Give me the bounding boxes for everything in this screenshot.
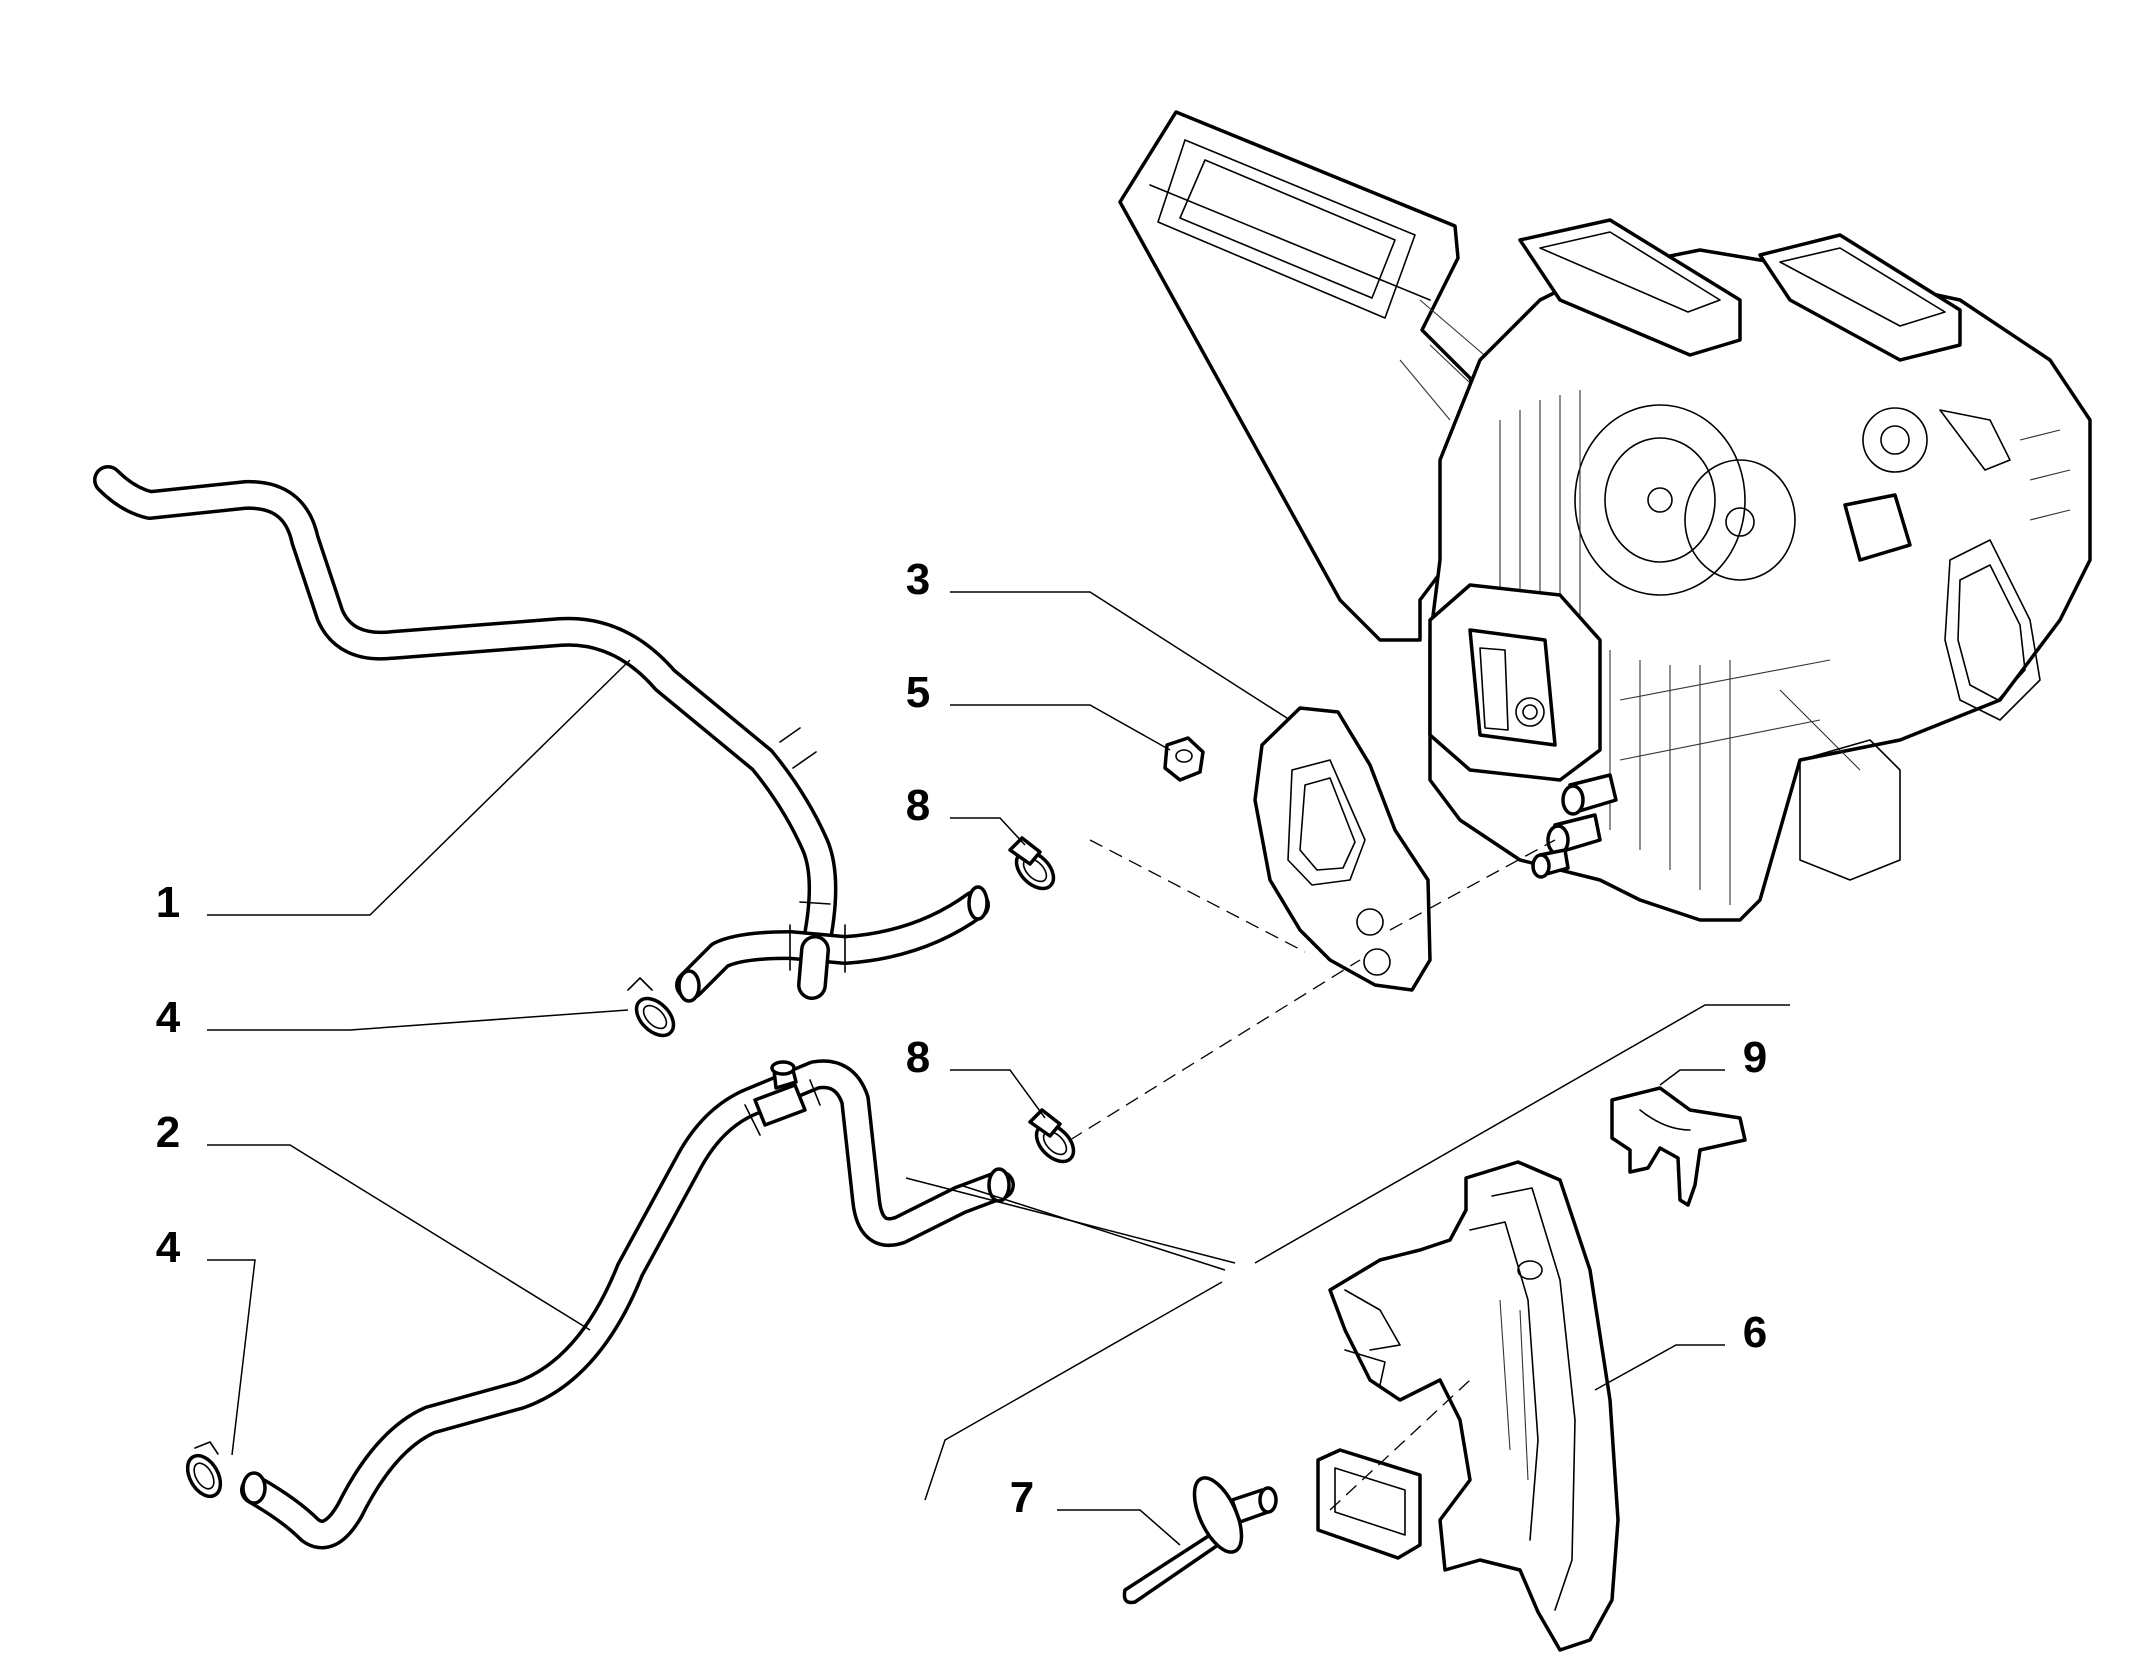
assembly-alignment-lines [1069, 839, 1556, 1511]
clamp-part-8-lower [1028, 1108, 1076, 1164]
leader-4a [207, 1009, 629, 1031]
leader-lines [207, 591, 1725, 1546]
callout-6: 6 [1743, 1308, 1767, 1357]
leader-7 [1057, 1509, 1181, 1546]
leader-6 [1594, 1344, 1725, 1391]
leader-8b [950, 1069, 1046, 1119]
push-rivet-part-7 [1122, 1476, 1278, 1605]
hose-part-2 [240, 1059, 1015, 1550]
leader-2 [207, 1144, 591, 1331]
callout-4-lower: 4 [156, 1223, 181, 1272]
leader-5 [950, 704, 1171, 751]
callout-4-upper: 4 [156, 993, 181, 1042]
grouping-lines [905, 1004, 1790, 1501]
clamp-part-8-upper [1008, 836, 1056, 891]
leader-4b [207, 1259, 256, 1456]
clip-part-9 [1610, 1086, 1747, 1207]
clamp-part-4-lower [185, 1441, 223, 1499]
callout-numbers: 1 2 3 4 4 5 6 7 8 8 9 [156, 555, 1767, 1522]
gasket-part-3 [1253, 706, 1432, 992]
callout-7: 7 [1010, 1473, 1034, 1522]
callout-8-lower: 8 [906, 1033, 930, 1082]
nut-part-5 [1163, 736, 1205, 782]
callout-1: 1 [156, 878, 180, 927]
leader-9 [1659, 1069, 1725, 1086]
hose-part-1 [93, 465, 990, 1003]
heater-unit-assembly [1118, 110, 2092, 922]
leader-1 [207, 659, 631, 916]
leader-8a [950, 817, 1026, 846]
leader-3 [950, 591, 1291, 721]
callout-2: 2 [156, 1108, 180, 1157]
bracket-part-6 [1316, 1160, 1620, 1652]
callout-5: 5 [906, 668, 930, 717]
callout-3: 3 [906, 555, 930, 604]
callout-9: 9 [1743, 1033, 1767, 1082]
clamp-part-4-upper [627, 977, 676, 1038]
callout-8-upper: 8 [906, 781, 930, 830]
